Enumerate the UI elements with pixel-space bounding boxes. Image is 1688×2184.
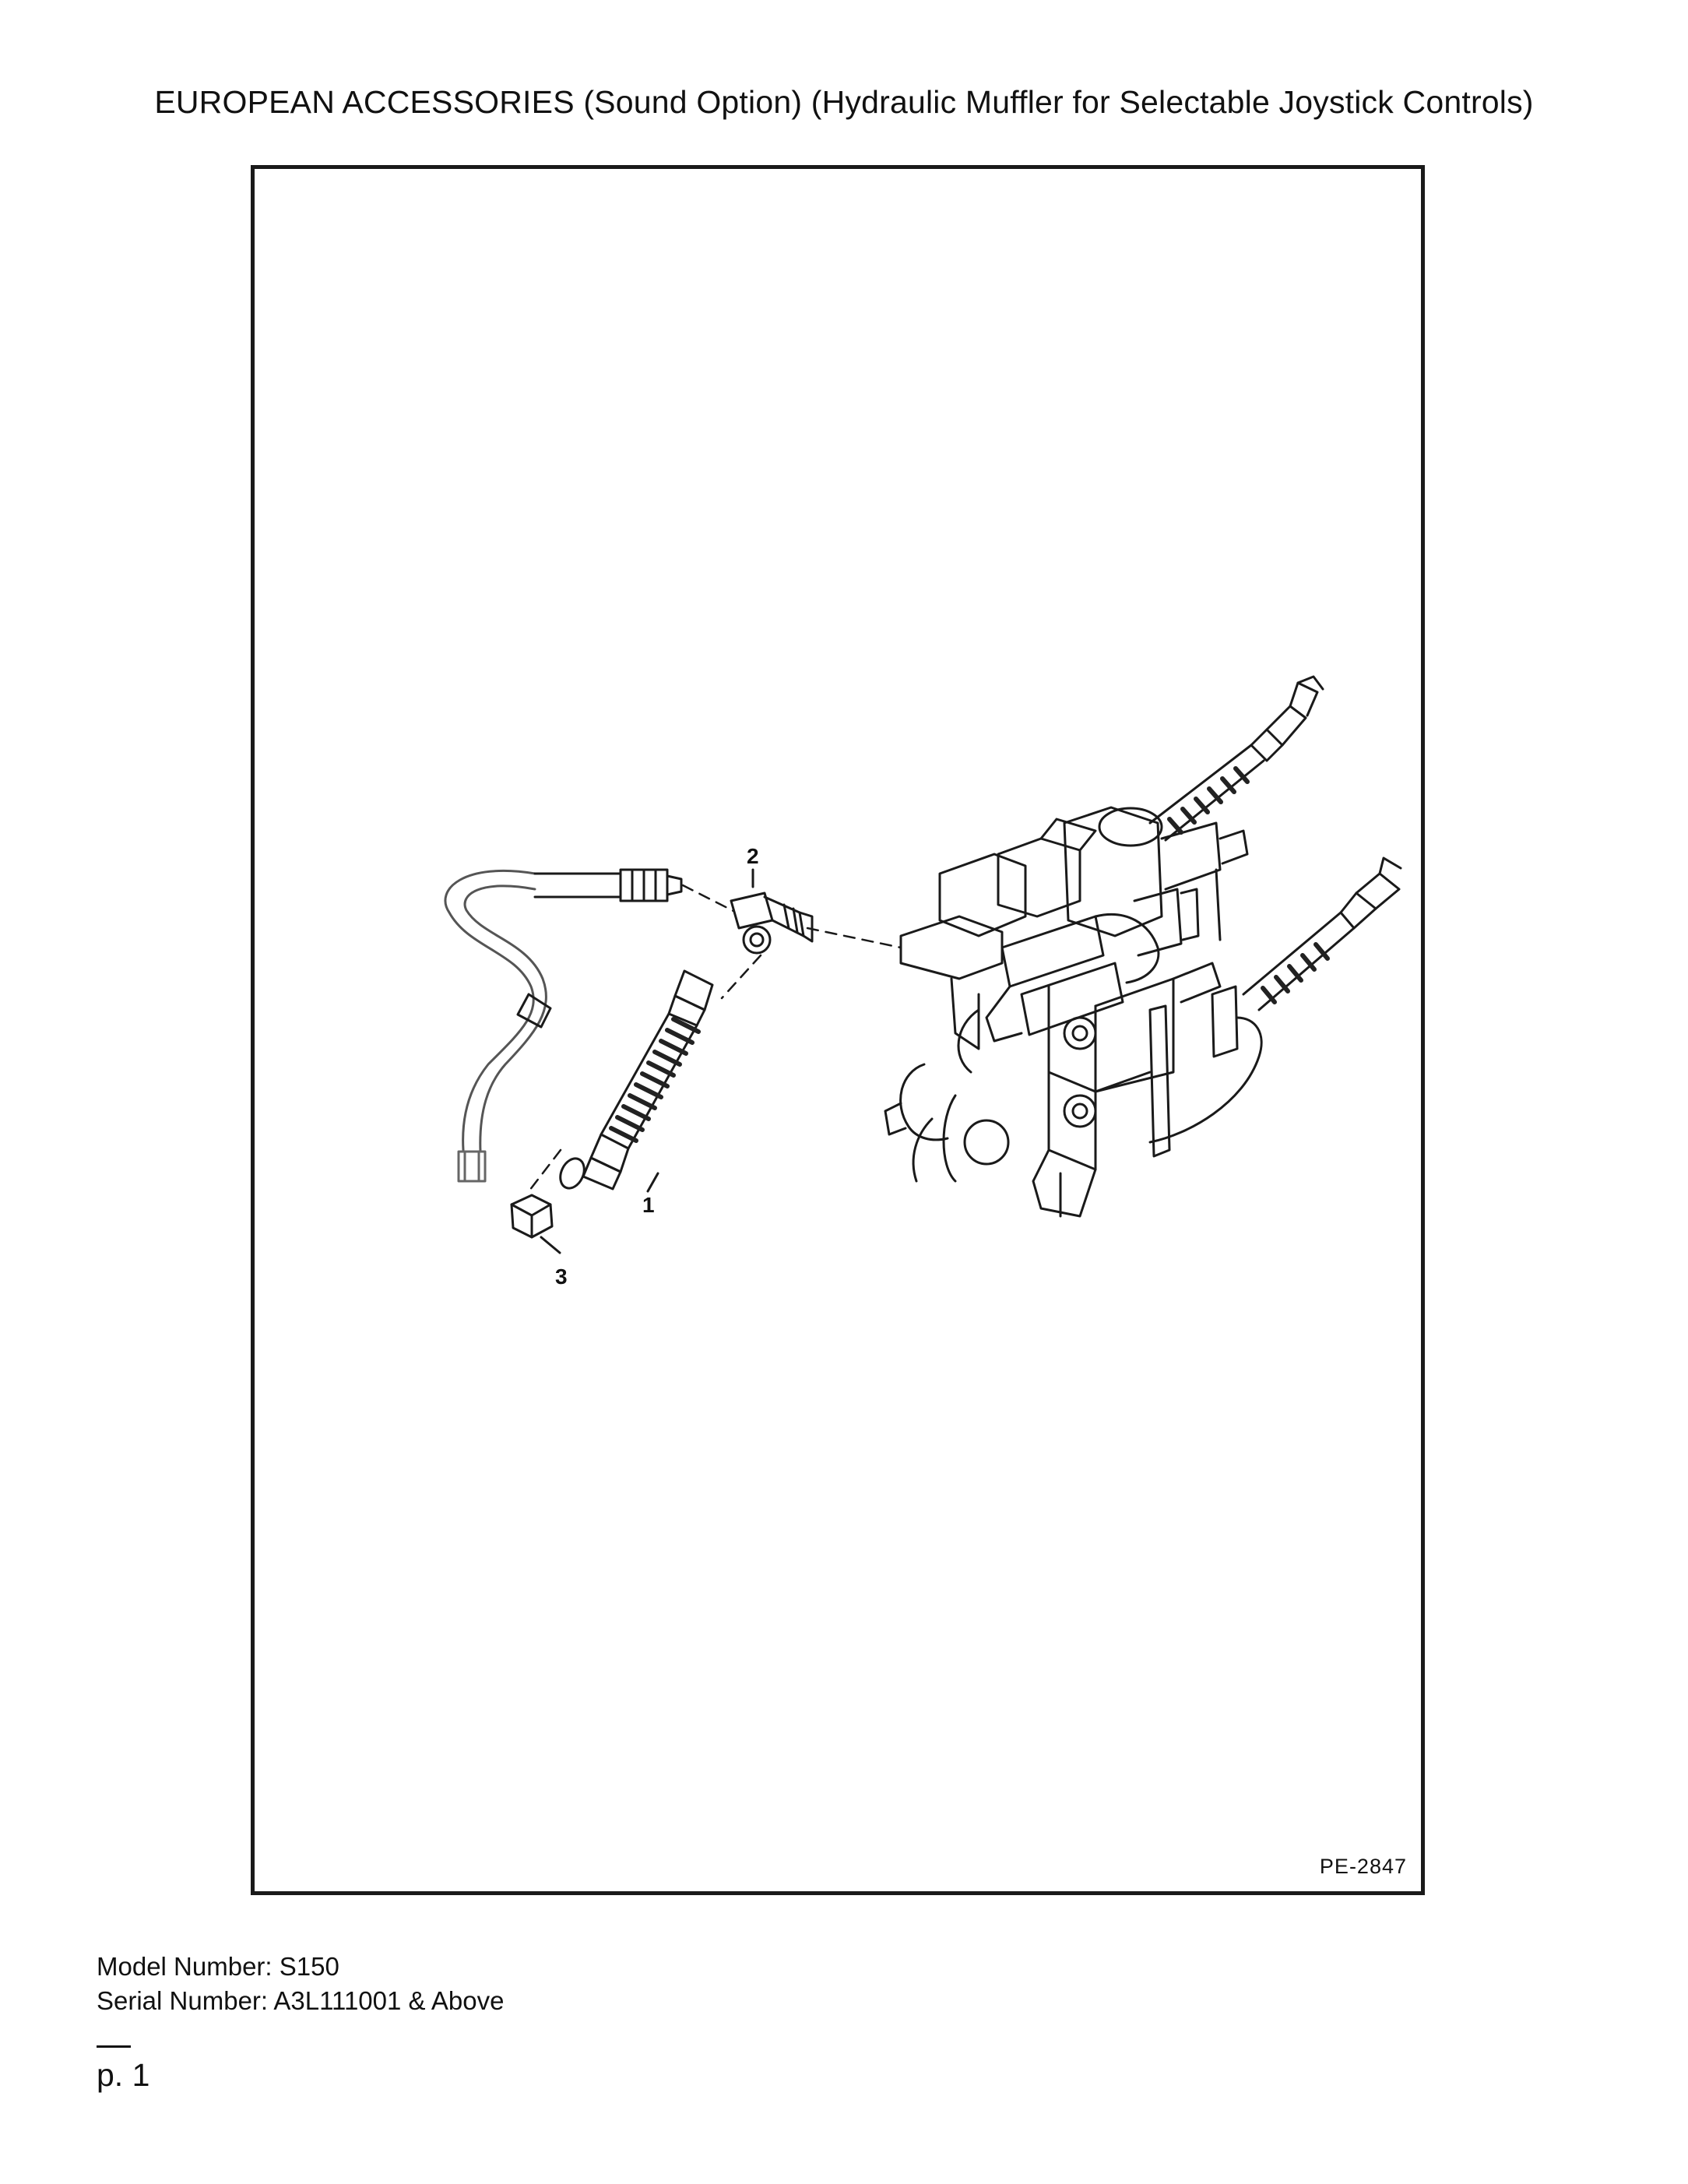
tee-fitting-icon (730, 868, 814, 955)
callout-1: 1 (642, 1193, 655, 1217)
page-divider (97, 2045, 131, 2048)
figure-code: PE-2847 (1319, 1855, 1407, 1878)
callout-3: 3 (555, 1264, 568, 1289)
parts-diagram-frame: 2 1 3 PE-2847 (251, 165, 1425, 1895)
hydraulic-hose-icon (559, 969, 714, 1193)
model-serial-info: Model Number: S150 Serial Number: A3L111… (97, 1950, 504, 2018)
page-title: EUROPEAN ACCESSORIES (Sound Option) (Hyd… (154, 84, 1534, 120)
model-number: Model Number: S150 (97, 1952, 339, 1981)
valve-hoses (1148, 675, 1402, 1011)
parts-diagram: 2 1 3 (444, 675, 1402, 1289)
serial-number: Serial Number: A3L111001 & Above (97, 1986, 505, 2015)
control-valve-assembly-icon (884, 806, 1263, 1218)
callout-2: 2 (747, 844, 759, 868)
page-number: p. 1 (97, 2057, 150, 2093)
hex-cap-nut-icon (510, 1194, 561, 1254)
existing-hose-icon (444, 868, 683, 1183)
